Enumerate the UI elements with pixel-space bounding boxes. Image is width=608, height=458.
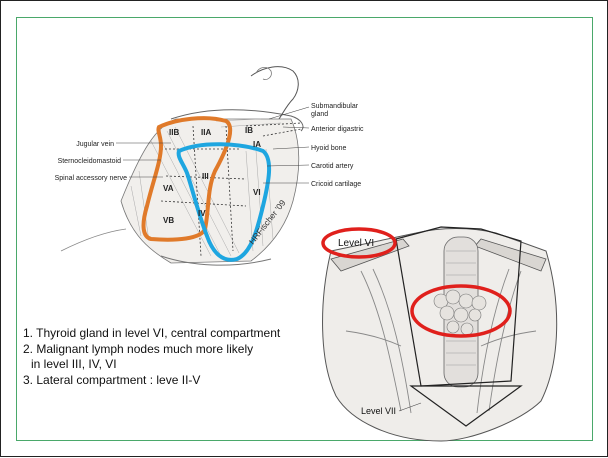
level-iib-label: IIB	[169, 128, 179, 137]
level-iv-label: IV	[198, 209, 206, 218]
note-2: 2. Malignant lymph nodes much more likel…	[23, 342, 343, 358]
notes-list: 1. Thyroid gland in level VI, central co…	[23, 326, 343, 388]
jugular-vein-label: Jugular vein	[76, 141, 114, 148]
cricoid-cartilage-label: Cricoid cartilage	[311, 181, 361, 188]
note-1: 1. Thyroid gland in level VI, central co…	[23, 326, 343, 342]
note-2-continued: in level III, IV, VI	[23, 357, 343, 373]
sternocleidomastoid-label: Sternocleidomastoid	[58, 158, 122, 165]
level-va-label: VA	[163, 184, 174, 193]
hyoid-bone-label: Hyoid bone	[311, 145, 347, 152]
note-3: 3. Lateral compartment : leve II-V	[23, 373, 343, 389]
level-iia-label: IIA	[201, 128, 211, 137]
anterior-digastric-label: Anterior digastric	[311, 126, 364, 133]
level-vii-callout: Level VII	[361, 406, 396, 416]
shoulder-line	[61, 229, 126, 251]
spinal-accessory-nerve-label: Spinal accessory nerve	[55, 175, 127, 182]
level-vi-callout: Level VI	[338, 238, 374, 249]
level-ia-label: IA	[253, 140, 261, 149]
level-vb-label: VB	[163, 216, 174, 225]
surgical-view: Level VI Level VII	[323, 227, 557, 441]
head-outline	[249, 67, 298, 123]
neck-diagram: IIB IIA IB IA III VA VB IV VI Submandibu…	[55, 67, 364, 265]
level-iii-label: III	[202, 172, 209, 181]
level-vi-label: VI	[253, 188, 261, 197]
carotid-artery-label: Carotid artery	[311, 163, 354, 170]
level-ib-label: IB	[245, 126, 253, 135]
